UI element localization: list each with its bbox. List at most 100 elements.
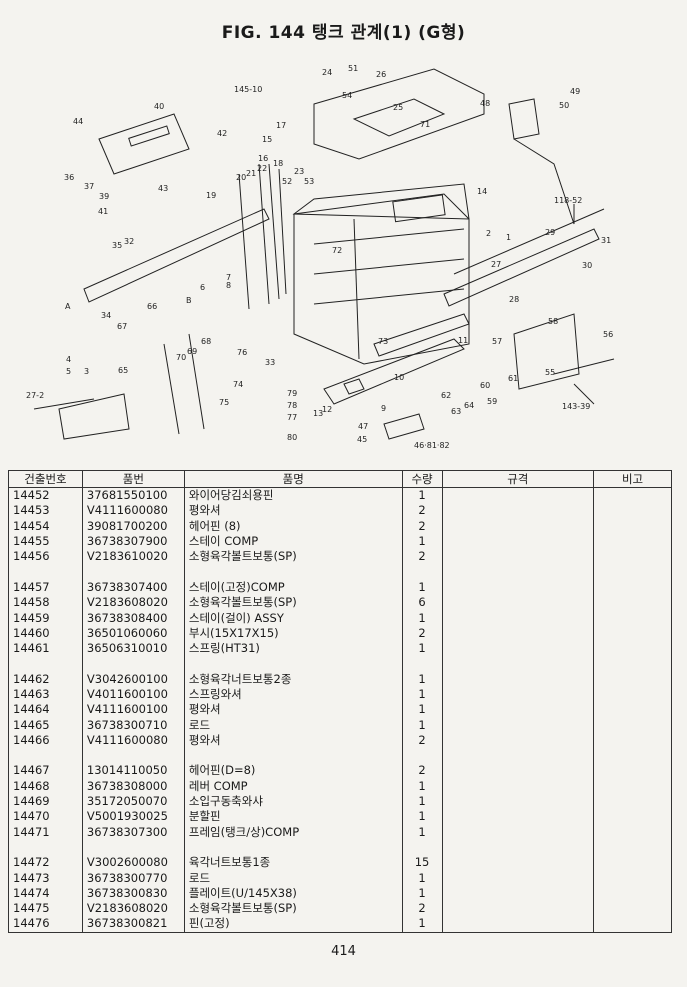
svg-text:34: 34	[101, 311, 111, 320]
svg-text:1: 1	[506, 233, 511, 242]
svg-text:73: 73	[378, 337, 388, 346]
table-cell: 39081700200	[81, 518, 185, 534]
empty-cell	[593, 809, 672, 825]
table-cell: 14466	[8, 732, 83, 749]
table-cell: 1	[401, 793, 443, 810]
svg-text:54: 54	[342, 91, 352, 100]
empty-cell	[593, 579, 672, 596]
svg-text:29: 29	[545, 228, 555, 237]
svg-text:35: 35	[112, 241, 122, 250]
empty-cell	[593, 656, 672, 672]
header-part-number: 품번	[81, 470, 185, 488]
svg-text:51: 51	[348, 64, 358, 73]
table-cell: 36501060060	[81, 625, 185, 641]
empty-cell	[401, 839, 443, 856]
empty-cell	[593, 549, 672, 565]
empty-cell	[593, 748, 672, 764]
svg-text:15: 15	[262, 135, 272, 144]
empty-cell	[441, 549, 595, 565]
table-cell: 14475	[8, 901, 83, 917]
table-cell: 35172050070	[81, 793, 185, 810]
empty-cell	[593, 564, 672, 580]
table-cell: 14458	[8, 595, 83, 611]
empty-cell	[441, 533, 595, 550]
svg-text:58: 58	[548, 317, 558, 326]
svg-text:46·81·82: 46·81·82	[414, 441, 450, 450]
table-cell: 육각너트보통1종	[183, 855, 403, 871]
table-cell: 스프링(HT31)	[183, 640, 403, 657]
empty-cell	[8, 656, 83, 672]
table-cell: 6	[401, 595, 443, 611]
svg-text:36: 36	[64, 173, 74, 182]
table-cell: 14456	[8, 549, 83, 565]
table-cell: 14462	[8, 671, 83, 687]
table-cell: 36738308400	[81, 610, 185, 626]
svg-text:75: 75	[219, 398, 229, 407]
table-cell: V3042600100	[81, 671, 185, 687]
empty-cell	[441, 625, 595, 641]
table-spacer-row	[8, 564, 672, 580]
table-cell: 14474	[8, 885, 83, 902]
table-cell: 14461	[8, 640, 83, 657]
table-cell: 소형육각볼트보통(SP)	[183, 549, 403, 565]
table-cell: V4111600080	[81, 503, 185, 519]
table-cell: 14453	[8, 503, 83, 519]
header-quantity: 수량	[401, 470, 443, 488]
empty-cell	[593, 595, 672, 611]
svg-text:62: 62	[441, 391, 451, 400]
table-cell: 1	[401, 610, 443, 626]
table-cell: 14476	[8, 916, 83, 933]
table-cell: 14454	[8, 518, 83, 534]
table-cell: 스테이(고정)COMP	[183, 579, 403, 596]
empty-cell	[441, 518, 595, 534]
svg-text:80: 80	[287, 433, 297, 442]
svg-text:B: B	[186, 296, 192, 305]
svg-text:77: 77	[287, 413, 297, 422]
empty-cell	[441, 885, 595, 902]
empty-cell	[593, 625, 672, 641]
empty-cell	[593, 640, 672, 657]
table-spacer-row	[8, 656, 672, 672]
svg-text:18: 18	[273, 159, 283, 168]
empty-cell	[441, 901, 595, 917]
svg-text:40: 40	[154, 102, 164, 111]
empty-cell	[441, 748, 595, 764]
empty-cell	[593, 671, 672, 687]
table-cell: 14452	[8, 487, 83, 504]
svg-text:79: 79	[287, 389, 297, 398]
empty-cell	[8, 839, 83, 856]
table-cell: 36738300710	[81, 717, 185, 733]
empty-cell	[441, 671, 595, 687]
svg-text:65: 65	[118, 366, 128, 375]
empty-cell	[441, 809, 595, 825]
empty-cell	[593, 824, 672, 840]
svg-text:25: 25	[393, 103, 403, 112]
table-cell: 헤어핀 (8)	[183, 518, 403, 534]
empty-cell	[441, 824, 595, 840]
empty-cell	[81, 748, 185, 764]
table-cell: 레버 COMP	[183, 778, 403, 794]
table-cell: V2183608020	[81, 901, 185, 917]
table-cell: 1	[401, 579, 443, 596]
header-spec: 규격	[441, 470, 595, 488]
svg-text:37: 37	[84, 182, 94, 191]
svg-text:50: 50	[559, 101, 569, 110]
table-cell: 스테이(걸이) ASSY	[183, 610, 403, 626]
empty-cell	[183, 748, 403, 764]
svg-text:43: 43	[158, 184, 168, 193]
svg-text:72: 72	[332, 246, 342, 255]
table-cell: 핀(고정)	[183, 916, 403, 933]
svg-text:4: 4	[66, 355, 71, 364]
table-cell: V5001930025	[81, 809, 185, 825]
empty-cell	[441, 870, 595, 886]
